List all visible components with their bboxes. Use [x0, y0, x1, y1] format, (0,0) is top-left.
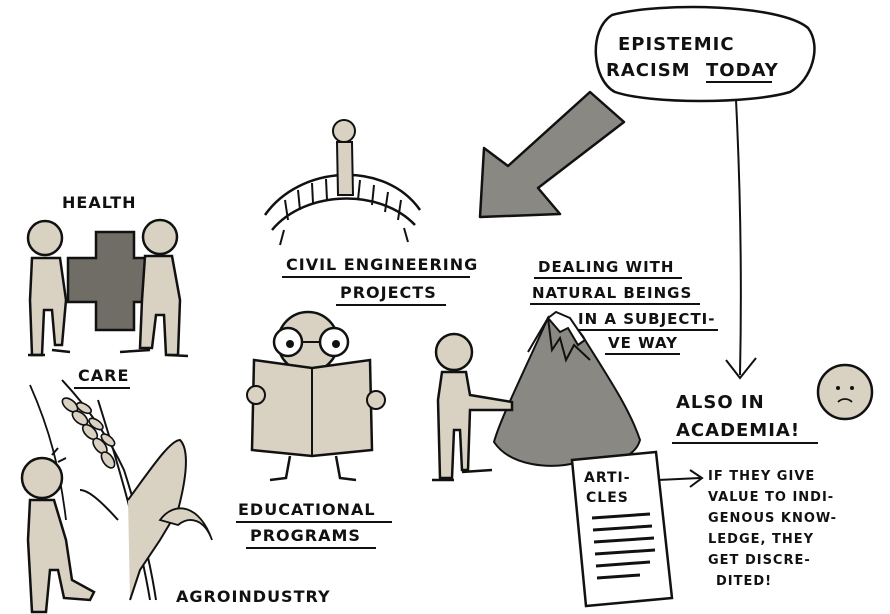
articles-line1: ARTI- — [584, 470, 631, 486]
health-figures — [26, 218, 189, 358]
label-civil-line1: CIVIL ENGINEERING — [286, 255, 478, 274]
down-arrow-icon — [725, 99, 757, 380]
label-dealing-line1: DEALING WITH — [538, 258, 674, 276]
label-educational-line2: PROGRAMS — [250, 526, 361, 545]
bubble-line1: EPISTEMIC — [618, 34, 735, 55]
speech-bubble: EPISTEMIC RACISM TODAY — [594, 5, 816, 103]
sad-face-icon — [816, 363, 874, 421]
label-health: HEALTH — [62, 193, 137, 212]
big-arrow-icon — [478, 90, 626, 219]
bubble-line2a: RACISM — [606, 60, 691, 81]
label-agroindustry: AGROINDUSTRY — [176, 587, 331, 606]
note-line1: IF THEY GIVE — [708, 469, 815, 484]
wheat-icon — [29, 379, 213, 601]
note-line2: VALUE TO INDI- — [708, 490, 834, 505]
label-dealing-line4: VE WAY — [608, 334, 678, 352]
label-civil-line2: PROJECTS — [340, 283, 437, 302]
mountain-icon — [492, 310, 642, 467]
right-arrow-icon — [657, 469, 704, 488]
bubble-line2b: TODAY — [706, 60, 779, 81]
reader-figure — [246, 310, 386, 482]
health-cross-icon — [66, 230, 170, 332]
articles-line2: CLES — [586, 490, 629, 506]
label-academia-line1: ALSO IN — [676, 392, 765, 413]
label-dealing-line3: IN A SUBJECTI- — [578, 310, 715, 328]
note-line5: GET DISCRE- — [708, 553, 811, 568]
label-care: CARE — [78, 366, 129, 385]
mountain-figure — [432, 332, 514, 482]
bridge-icon — [263, 119, 422, 246]
note-line6: DITED! — [716, 574, 772, 589]
agro-figure — [20, 447, 96, 614]
label-dealing-line2: NATURAL BEINGS — [532, 284, 692, 302]
articles-document: ARTI- CLES — [570, 450, 674, 608]
label-educational-line1: EDUCATIONAL — [238, 500, 376, 519]
note-line3: GENOUS KNOW- — [708, 511, 837, 526]
label-academia-line2: ACADEMIA! — [676, 420, 800, 441]
note-line4: LEDGE, THEY — [708, 532, 814, 547]
